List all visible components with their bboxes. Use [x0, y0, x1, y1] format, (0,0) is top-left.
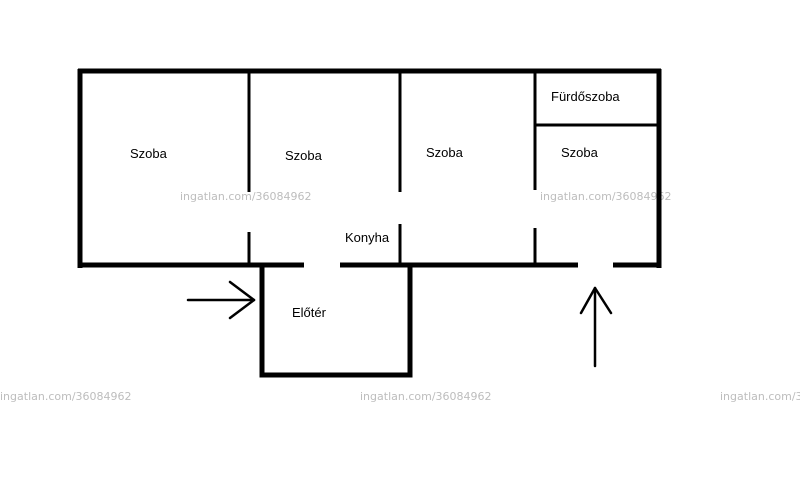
watermark: ingatlan.com/36084962 [720, 390, 800, 403]
watermark: ingatlan.com/36084962 [180, 190, 312, 203]
room-label: Szoba [426, 145, 464, 160]
arrow-right-icon [186, 280, 256, 320]
entrance-hall [259, 265, 413, 378]
watermarks: ingatlan.com/36084962 ingatlan.com/36084… [0, 190, 800, 403]
room-label: Szoba [561, 145, 599, 160]
watermark: ingatlan.com/36084962 [0, 390, 132, 403]
room-label: Szoba [285, 148, 323, 163]
watermark: ingatlan.com/36084962 [360, 390, 492, 403]
hall-walls [259, 265, 413, 378]
entrance-arrows [186, 280, 613, 368]
arrow-up-icon [579, 286, 613, 368]
room-label: Szoba [130, 146, 168, 161]
hall-label: Előtér [292, 305, 327, 320]
outer-walls [77, 68, 662, 268]
watermark: ingatlan.com/36084962 [540, 190, 672, 203]
kitchen-label: Konyha [345, 230, 390, 245]
room-labels: Szoba Szoba Szoba Szoba Fürdőszoba Konyh… [130, 89, 620, 320]
interior-walls [247, 71, 659, 265]
bathroom-label: Fürdőszoba [551, 89, 620, 104]
